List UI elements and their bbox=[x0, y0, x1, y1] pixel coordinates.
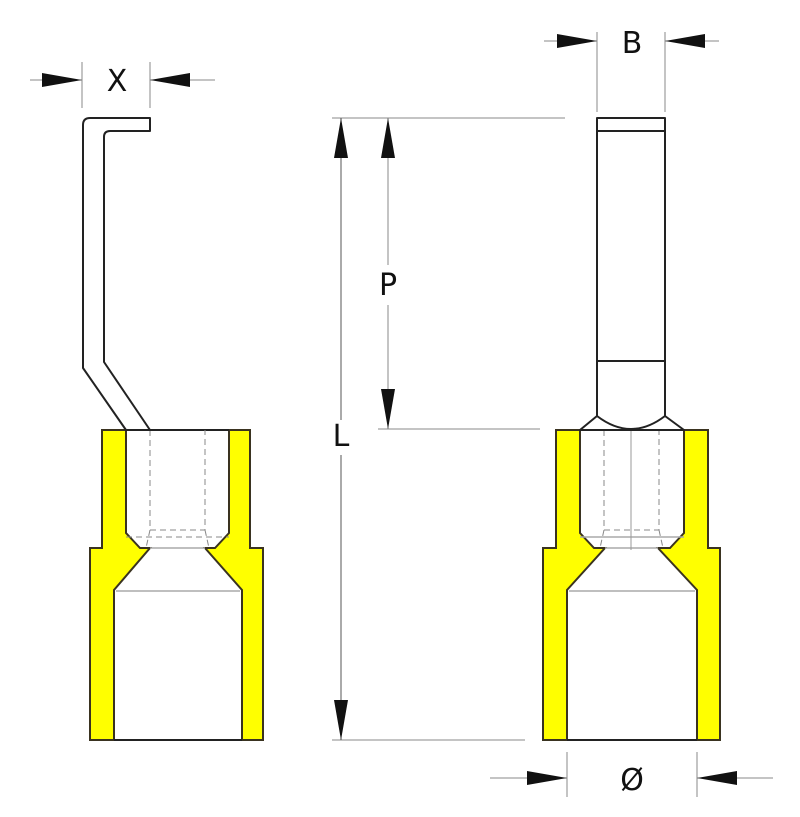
flat-pin bbox=[579, 117, 685, 431]
front-insulation-sleeve-right bbox=[655, 429, 721, 741]
front-view bbox=[542, 117, 721, 741]
dimension-diameter: Ø bbox=[490, 752, 773, 798]
side-insulation-sleeve bbox=[89, 429, 153, 741]
dimension-b-label: B bbox=[622, 26, 643, 61]
dimension-p: P bbox=[379, 118, 397, 429]
dimension-x-label: X bbox=[107, 64, 128, 99]
dimension-diameter-label: Ø bbox=[620, 763, 644, 798]
dimension-p-label: P bbox=[379, 268, 397, 303]
side-insulation-sleeve-right bbox=[202, 429, 264, 741]
dimension-l-label: L bbox=[333, 419, 350, 454]
hooked-blade bbox=[82, 117, 151, 431]
dimension-b: B bbox=[544, 26, 719, 112]
dimension-x: X bbox=[30, 62, 215, 108]
dimension-l: L bbox=[333, 118, 350, 740]
front-insulation-sleeve-left bbox=[542, 429, 608, 741]
side-view bbox=[82, 117, 264, 741]
